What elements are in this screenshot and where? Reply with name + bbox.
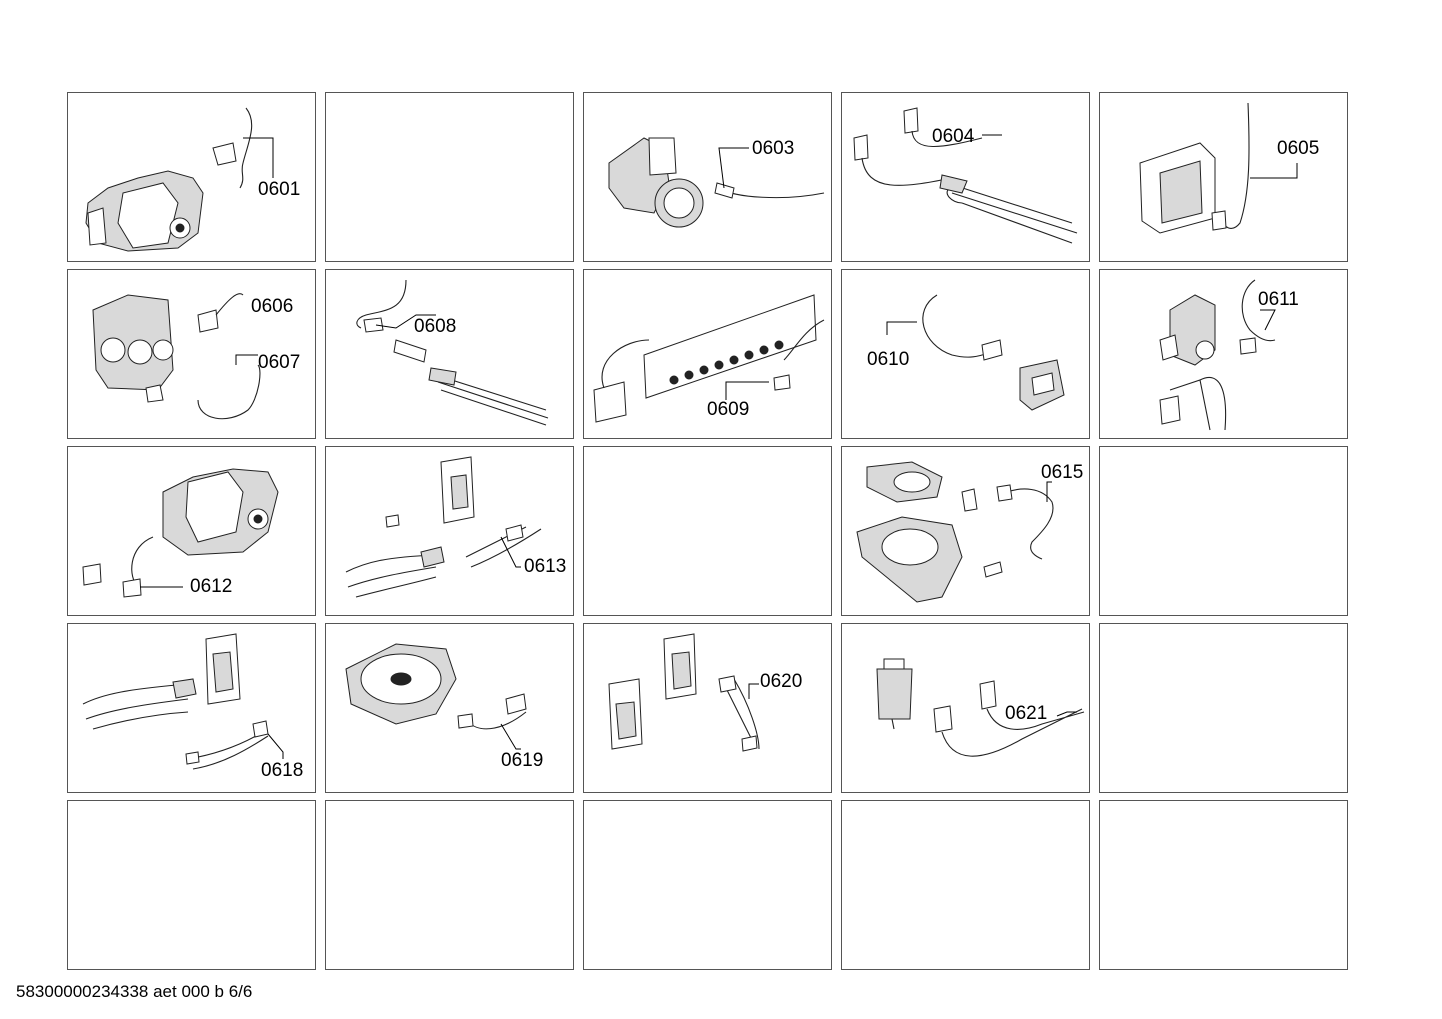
motor-illustration [85,107,274,252]
cell-0618[interactable]: 0618 [67,623,316,793]
fan-housing-illustration [856,461,1054,603]
part-label: 0603 [752,138,795,159]
heater-sensor-illustration [356,279,549,426]
cell-0601[interactable]: 0601 [67,92,316,262]
part-label: 0611 [1258,289,1299,310]
part-label: 0612 [190,576,233,597]
cell-empty [1099,623,1348,793]
document-id: 58300000234338 aet 000 b 6/6 [16,982,253,1001]
part-label: 0608 [414,316,457,337]
cell-empty [583,800,832,970]
motor-assembly-illustration [82,468,279,598]
cell-empty [325,800,574,970]
cell-0608[interactable]: 0608 [325,269,574,439]
cell-empty [1099,800,1348,970]
valve-illustration [92,293,261,420]
inlet-valve-illustration [1159,279,1276,431]
part-label: 0610 [867,349,910,370]
cell-0604[interactable]: 0604 [841,92,1090,262]
module-illustration [1139,102,1298,234]
part-label: 0601 [258,179,301,200]
cell-0610[interactable]: 0610 [841,269,1090,439]
part-label: 0606 [251,296,294,317]
part-label: 0620 [760,671,803,692]
part-label: 0615 [1041,462,1084,483]
part-label: 0618 [261,760,304,781]
cell-0619[interactable]: 0619 [325,623,574,793]
cell-0609[interactable]: 0609 [583,269,832,439]
cell-0613[interactable]: 0613 [325,446,574,616]
door-lock-illustration [886,294,1065,411]
capacitor-harness-illustration [876,658,1085,757]
heater-board-illustration [82,633,284,770]
parts-grid: 0601 0603 0604 [67,92,1350,972]
part-label: 0619 [501,750,544,771]
part-label: 0609 [707,399,750,420]
cell-empty [325,92,574,262]
cell-empty [841,800,1090,970]
cell-0606-0607[interactable]: 0606 0607 [67,269,316,439]
part-label: 0605 [1277,138,1320,159]
cell-0612[interactable]: 0612 [67,446,316,616]
cell-empty [583,446,832,616]
part-label: 0613 [524,556,567,577]
cell-empty [1099,446,1348,616]
heater-wiring-illustration [345,456,542,598]
cell-0621[interactable]: 0621 [841,623,1090,793]
heater-harness-illustration [853,107,1078,244]
cell-empty [67,800,316,970]
display-module-illustration [608,633,760,752]
part-label: 0621 [1005,703,1048,724]
drain-pump-illustration [608,137,825,228]
cell-0615[interactable]: 0615 [841,446,1090,616]
part-label: 0607 [258,352,301,373]
cell-0611[interactable]: 0611 [1099,269,1348,439]
control-board-illustration [593,294,825,423]
cell-0603[interactable]: 0603 [583,92,832,262]
cell-0620[interactable]: 0620 [583,623,832,793]
cell-0605[interactable]: 0605 [1099,92,1348,262]
blower-illustration [345,643,527,750]
part-label: 0604 [932,126,975,147]
